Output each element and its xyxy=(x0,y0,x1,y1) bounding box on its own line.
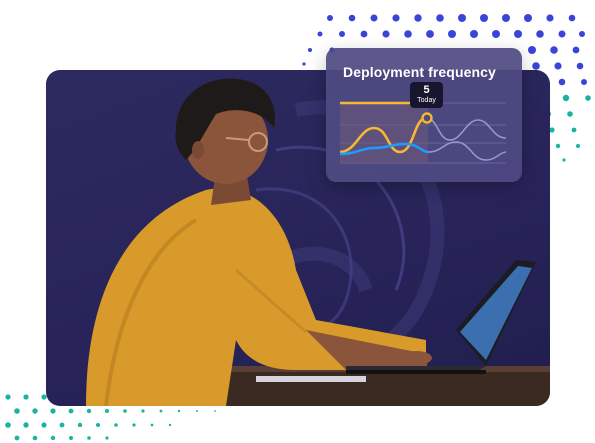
chart-line-icon xyxy=(339,101,507,164)
tooltip-label: Today xyxy=(417,97,436,104)
widget-title: Deployment frequency xyxy=(343,64,496,80)
deployment-frequency-widget: Deployment frequency 5 Today xyxy=(326,48,522,182)
highlight-point-icon xyxy=(421,112,433,124)
dot-pattern-top xyxy=(302,14,591,162)
hero-illustration xyxy=(86,78,550,406)
tooltip-value: 5 xyxy=(423,84,430,96)
tooltip: 5 Today xyxy=(410,82,443,108)
